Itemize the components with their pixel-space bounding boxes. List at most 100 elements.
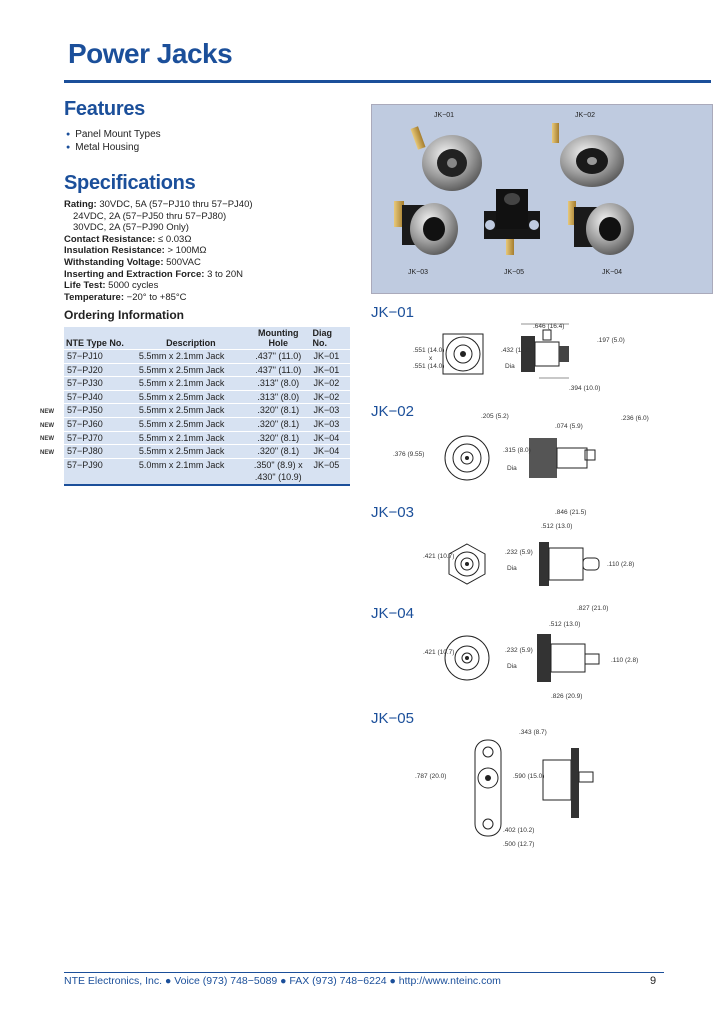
dim-text: Dia [507,465,517,472]
table-cell: 5.5mm x 2.5mm Jack [135,444,246,459]
diagram-label-jk02: JK−02 [371,403,414,420]
jk04-jack-image [568,201,634,255]
dim-text: .074 (5.9) [555,423,583,430]
dim-text: .432 (11.0) [501,347,532,354]
dim-text: .315 (8.0) [503,447,531,454]
table-cell: JK−01 [310,362,350,377]
table-cell: 5.5mm x 2.5mm Jack [135,362,246,377]
page-title: Power Jacks [68,38,233,69]
spec-label: Temperature: [64,291,125,303]
table-cell: .320" (8.1) [245,444,311,459]
features-heading: Features [64,98,145,120]
dim-text: .512 (13.0) [549,621,580,628]
table-cell: JK−05 [310,457,350,485]
table-cell: .350" (8.9) x .430" (10.9) [245,457,311,485]
diagram-label-jk03: JK−03 [371,504,414,521]
photo-label: JK−04 [602,269,623,276]
diagram-label-jk05: JK−05 [371,710,414,727]
dim-text: .846 (21.5) [555,509,586,516]
footer-contact: NTE Electronics, Inc. ● Voice (973) 748−… [64,975,501,987]
table-cell: .320" (8.1) [245,416,311,432]
diagram-label-jk04: JK−04 [371,605,414,622]
table-cell: 5.5mm x 2.1mm Jack [135,430,246,445]
new-badge: NEW [40,449,54,456]
diagram-label-jk01: JK−01 [371,304,414,321]
table-cell: 5.5mm x 2.5mm Jack [135,403,246,418]
table-cell: 57−PJ50 [64,403,136,418]
title-rule [64,80,711,83]
spec-label: Insulation Resistance: [64,245,165,257]
dim-text: .827 (21.0) [577,605,608,612]
spec-value: 30VDC, 2A (57−PJ90 Only) [73,222,189,234]
product-photo: JK−01 JK−02 JK−03 JK−05 JK−04 [371,104,713,294]
dim-text: .236 (6.0) [621,415,649,422]
table-cell: JK−02 [310,389,350,404]
spec-value: > 100MΩ [167,245,207,257]
table-cell: JK−03 [310,416,350,432]
table-cell: .313" (8.0) [245,389,311,404]
dim-text: Dia [507,565,517,572]
diagram-jk02: .205 (5.2) .074 (5.9) .236 (6.0) .376 (9… [393,413,649,481]
spec-value: 500VAC [166,256,201,268]
dim-text: x [429,355,433,362]
photo-label: JK−02 [575,112,596,119]
table-cell: .437" (11.0) [245,349,311,364]
spec-label: Rating: [64,199,97,210]
dim-text: .512 (13.0) [541,523,572,530]
jk05-jack-image [484,189,540,255]
table-cell: 57−PJ60 [64,416,136,432]
table-cell: 5.0mm x 2.1mm Jack [135,457,246,485]
table-cell: .313" (8.0) [245,376,311,391]
spec-value: 5000 cycles [108,280,159,292]
dim-text: .421 (10.7) [423,553,454,560]
table-cell: 57−PJ20 [64,362,136,377]
table-cell: JK−02 [310,376,350,391]
table-cell: JK−03 [310,403,350,418]
table-cell: 57−PJ10 [64,349,136,364]
dim-text: Dia [505,363,515,370]
table-header-row: NTE Type No. Description Mounting Hole D… [64,327,350,350]
column-header: Diag No. [310,327,350,350]
spec-value: 24VDC, 2A (57−PJ50 thru 57−PJ80) [73,210,227,222]
features-list: Panel Mount Types Metal Housing [66,128,161,154]
table-cell: JK−01 [310,349,350,364]
ordering-table: NTE Type No. Description Mounting Hole D… [64,327,350,486]
new-badge: NEW [40,436,54,443]
table-cell: 5.5mm x 2.1mm Jack [135,349,246,364]
table-cell: .320" (8.1) [245,403,311,418]
dim-text: .421 (10.7) [423,649,454,656]
page-number: 9 [650,975,657,987]
dim-text: .402 (10.2) [503,827,534,834]
spec-label: Life Test: [64,280,106,292]
photo-label: JK−05 [504,269,525,276]
table-cell: 57−PJ70 [64,430,136,445]
table-cell: 5.5mm x 2.5mm Jack [135,416,246,432]
dim-text: .197 (5.0) [597,337,625,344]
photo-label: JK−01 [434,112,455,119]
table-cell: JK−04 [310,430,350,445]
table-cell: 5.5mm x 2.5mm Jack [135,389,246,404]
new-badge: NEW [40,409,54,415]
feature-item: Metal Housing [66,141,161,154]
specifications-heading: Specifications [64,172,196,194]
dim-text: .551 (14.0) [413,347,444,354]
column-header: NTE Type No. [64,327,136,350]
table-cell: .320" (8.1) [245,430,311,445]
table-cell: JK−04 [310,444,350,459]
table-cell: 57−PJ40 [64,389,136,404]
dim-text: .232 (5.9) [505,549,533,556]
dim-text: .826 (20.9) [551,693,582,700]
table-cell: 57−PJ30 [64,376,136,391]
column-header: Description [135,327,246,350]
diagram-jk04: .512 (13.0) .421 (10.7) .232 (5.9) Dia .… [423,621,638,700]
spec-value: ≤ 0.03Ω [157,233,192,245]
feature-item: Panel Mount Types [66,128,160,141]
dim-text: .110 (2.8) [607,561,634,568]
